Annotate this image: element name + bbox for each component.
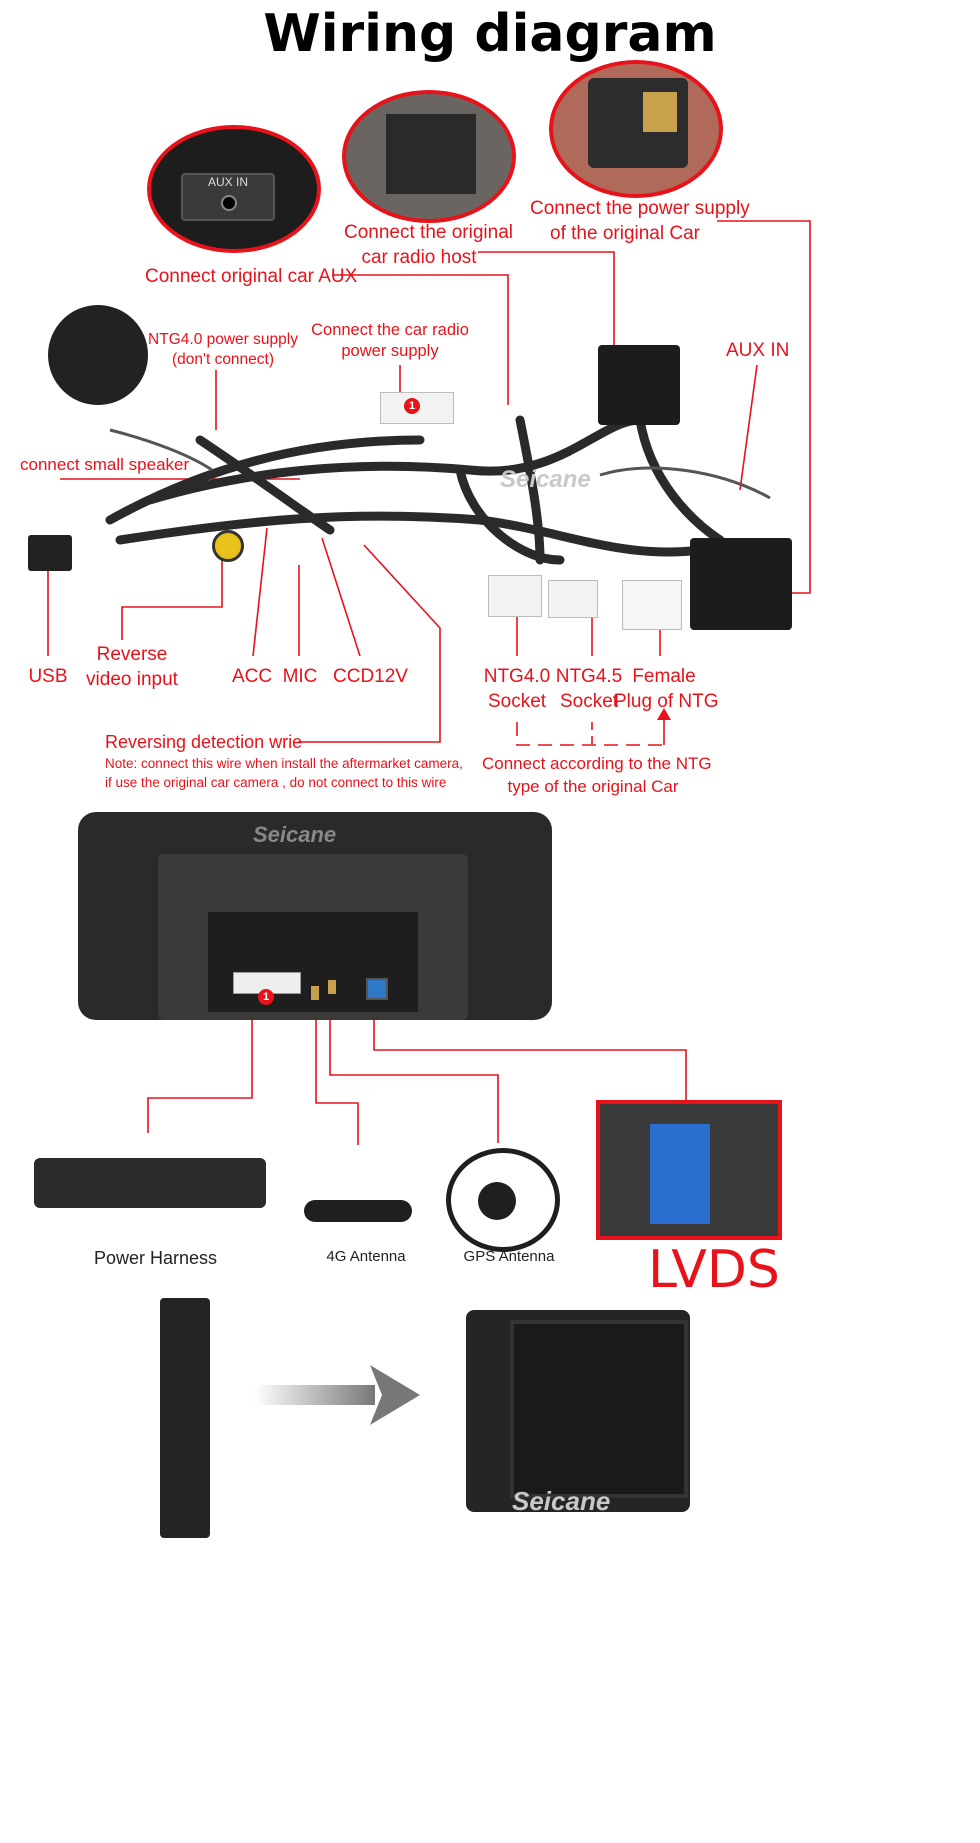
page-title: Wiring diagram — [263, 4, 717, 64]
label-lvds: LVDS — [648, 1240, 780, 1300]
lvds-port — [366, 978, 388, 1000]
label-power-harness: Power Harness — [94, 1248, 218, 1268]
label-gps-antenna: GPS Antenna — [463, 1248, 555, 1265]
4g-antenna-photo — [304, 1200, 412, 1222]
power-supply-photo — [549, 60, 723, 198]
line-radio-host — [478, 251, 615, 350]
radio-connector — [598, 345, 680, 425]
label-4g-antenna: 4G Antenna — [326, 1248, 406, 1265]
gps-port — [328, 980, 336, 994]
ntg40-connector — [488, 575, 542, 617]
aux-in-photo: AUX IN — [147, 125, 321, 253]
radio-host-photo — [342, 90, 516, 223]
line-original-aux — [332, 274, 509, 405]
power-harness-photo — [34, 1158, 266, 1208]
label-ccd12v: CCD12V — [333, 666, 408, 687]
badge-1-top: 1 — [404, 398, 420, 414]
line-power-supply — [717, 220, 811, 594]
rca-connector — [212, 530, 244, 562]
gps-antenna-cable — [446, 1148, 560, 1252]
power-connector — [690, 538, 792, 630]
watermark-head-unit: Seicane — [253, 822, 337, 847]
ntg45-connector — [548, 580, 598, 618]
gps-antenna-photo — [478, 1182, 516, 1220]
ntg-female-connector — [622, 580, 682, 630]
speaker-photo — [48, 305, 148, 405]
label-aux-in: AUX IN — [726, 340, 790, 361]
head-unit-back: 1 Seicane — [78, 812, 552, 1020]
lvds-photo — [596, 1100, 782, 1240]
watermark-top: Seicane — [500, 466, 591, 493]
4g-port — [311, 986, 319, 1000]
label-acc: ACC — [232, 666, 273, 687]
label-usb: USB — [28, 666, 68, 687]
watermark-bottom: Seicane — [512, 1486, 611, 1516]
label-mic: MIC — [282, 666, 318, 687]
usb-connector — [28, 535, 72, 571]
label-small-speaker: connect small speaker — [20, 455, 190, 474]
arrow-shaft — [255, 1385, 375, 1405]
label-reversing-detection: Reversing detection wrie — [105, 732, 303, 752]
badge-1-head-unit: 1 — [258, 989, 274, 1005]
label-note: Note: connect this wire when install the… — [105, 756, 463, 790]
harness-cable-photo — [160, 1298, 210, 1538]
label-original-aux: Connect original car AUX — [145, 266, 358, 287]
label-ntg40-power: NTG4.0 power supply(don't connect) — [148, 331, 298, 368]
connector-closeup-photo — [466, 1310, 690, 1512]
